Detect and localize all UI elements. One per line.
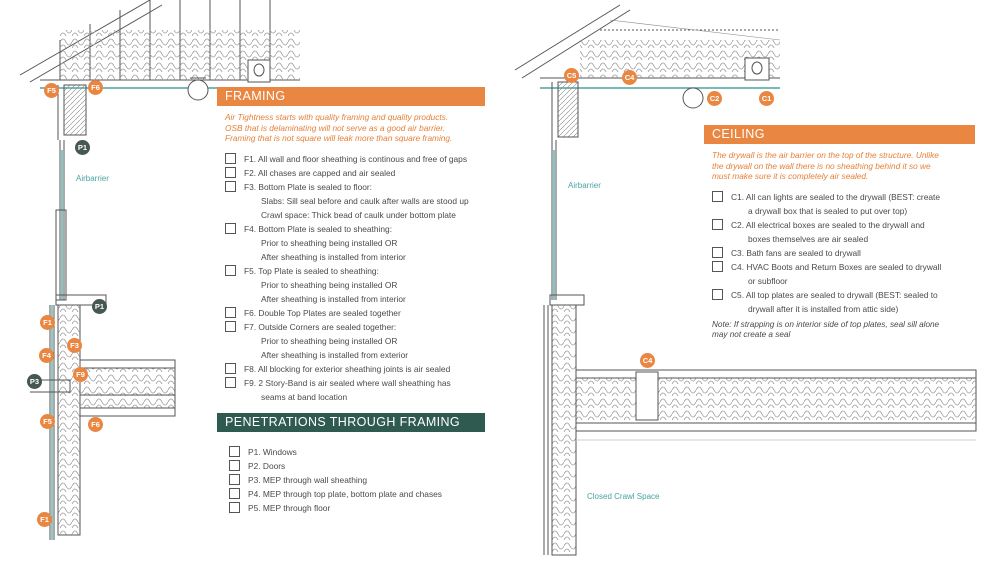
left-wall	[49, 84, 107, 540]
checklist-item-f5: F5. Top Plate is sealed to sheathing:Pri…	[225, 264, 485, 306]
checklist-item-f6: F6. Double Top Plates are sealed togethe…	[225, 306, 485, 320]
checkbox[interactable]	[225, 306, 236, 318]
callout-f4: F4	[39, 348, 54, 363]
penetrations-checklist: P1. Windows P2. Doors P3. MEP through wa…	[229, 445, 485, 515]
framing-checklist: F1. All wall and floor sheathing is cont…	[225, 152, 485, 404]
airbarrier-label-left: Airbarrier	[76, 174, 109, 183]
callout-f5: F5	[40, 414, 55, 429]
checkbox[interactable]	[225, 180, 236, 192]
checkbox[interactable]	[225, 152, 236, 164]
checklist-item-f2: F2. All chases are capped and air sealed	[225, 166, 485, 180]
crawl-space-label: Closed Crawl Space	[587, 492, 660, 501]
callout-p3: P3	[27, 374, 42, 389]
checkbox[interactable]	[229, 488, 240, 499]
left-floor-joist	[30, 359, 176, 417]
checkbox[interactable]	[229, 460, 240, 471]
checklist-item-f4: F4. Bottom Plate is sealed to sheathing:…	[225, 222, 485, 264]
checkbox[interactable]	[712, 246, 723, 258]
checklist-item-p2: P2. Doors	[229, 459, 485, 473]
right-roof	[514, 4, 781, 109]
ceiling-checklist: C1. All can lights are sealed to the dry…	[712, 190, 975, 341]
checkbox[interactable]	[225, 264, 236, 276]
callout-f6: F6	[88, 417, 103, 432]
penetrations-header: PENETRATIONS THROUGH FRAMING	[217, 413, 485, 432]
checklist-item-c5: C5. All top plates are sealed to drywall…	[712, 288, 975, 316]
checklist-item-f3: F3. Bottom Plate is sealed to floor:Slab…	[225, 180, 485, 222]
checklist-item-c3: C3. Bath fans are sealed to drywall	[712, 246, 975, 260]
callout-f5: F5	[44, 83, 59, 98]
checkbox[interactable]	[712, 288, 723, 300]
checklist-item-c2: C2. All electrical boxes are sealed to t…	[712, 218, 975, 246]
checklist-item-p4: P4. MEP through top plate, bottom plate …	[229, 487, 485, 501]
framing-header: FRAMING	[217, 87, 485, 106]
callout-c4: C4	[640, 353, 655, 368]
callout-f3: F3	[67, 338, 82, 353]
callout-p1: P1	[92, 299, 107, 314]
checklist-item-f7: F7. Outside Corners are sealed together:…	[225, 320, 485, 362]
checklist-item-p3: P3. MEP through wall sheathing	[229, 473, 485, 487]
callout-f1: F1	[37, 512, 52, 527]
callout-p1: P1	[75, 140, 90, 155]
callout-f9: F9	[73, 367, 88, 382]
checkbox[interactable]	[229, 474, 240, 485]
checkbox[interactable]	[229, 446, 240, 457]
callout-c2: C2	[707, 91, 722, 106]
checkbox[interactable]	[225, 222, 236, 234]
checkbox[interactable]	[225, 320, 236, 332]
checklist-item-f9: F9. 2 Story-Band is air sealed where wal…	[225, 376, 485, 404]
checklist-item-p1: P1. Windows	[229, 445, 485, 459]
checklist-item-p5: P5. MEP through floor	[229, 501, 485, 515]
checklist-item-c4: C4. HVAC Boots and Return Boxes are seal…	[712, 260, 975, 288]
checkbox[interactable]	[225, 362, 236, 374]
framing-panel: FRAMING Air Tightness starts with qualit…	[217, 87, 485, 404]
ceiling-panel: CEILING The drywall is the air barrier o…	[704, 125, 975, 341]
airbarrier-label-right: Airbarrier	[568, 181, 601, 190]
checkbox[interactable]	[229, 502, 240, 513]
callout-f6: F6	[88, 80, 103, 95]
checkbox[interactable]	[225, 166, 236, 178]
callout-f1: F1	[40, 315, 55, 330]
checkbox[interactable]	[712, 190, 723, 202]
checklist-item-f8: F8. All blocking for exterior sheathing …	[225, 362, 485, 376]
checkbox[interactable]	[225, 376, 236, 388]
framing-intro: Air Tightness starts with quality framin…	[225, 112, 453, 143]
ceiling-intro: The drywall is the air barrier on the to…	[712, 150, 939, 181]
right-wall	[543, 81, 977, 556]
left-light-fixture	[187, 59, 271, 101]
checkbox[interactable]	[712, 218, 723, 230]
checkbox[interactable]	[712, 260, 723, 272]
callout-c1: C1	[759, 91, 774, 106]
ceiling-note: Note: If strapping is on interior side o…	[712, 319, 940, 340]
checklist-item-c1: C1. All can lights are sealed to the dry…	[712, 190, 975, 218]
checklist-item-f1: F1. All wall and floor sheathing is cont…	[225, 152, 485, 166]
callout-c5: C5	[564, 68, 579, 83]
penetrations-panel: PENETRATIONS THROUGH FRAMING P1. Windows…	[217, 413, 485, 515]
ceiling-header: CEILING	[704, 125, 975, 144]
callout-c4: C4	[622, 70, 637, 85]
